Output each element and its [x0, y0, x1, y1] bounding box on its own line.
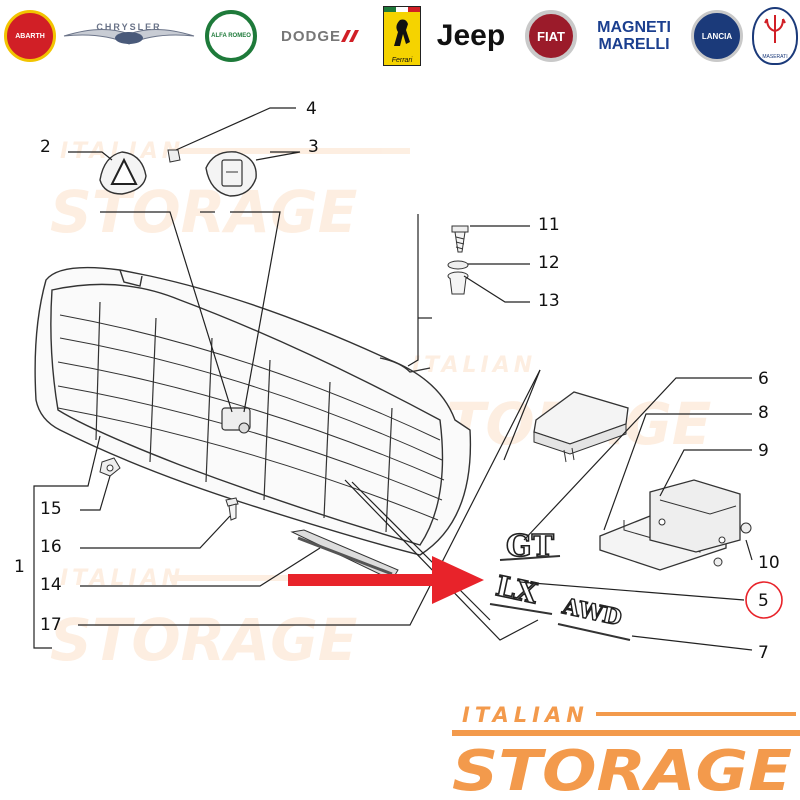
watermark-bottom-line2: STORAGE	[50, 606, 357, 674]
callout-3: 3	[308, 137, 319, 157]
callout-16: 16	[40, 537, 62, 557]
part-9-bracket	[649, 479, 741, 553]
callout-14: 14	[40, 575, 62, 595]
right-leader-lines	[519, 377, 753, 651]
chrysler-wings-icon	[63, 28, 195, 45]
logo-line2: STORAGE	[452, 739, 792, 800]
callout-9: 9	[758, 441, 769, 461]
callout-numbers: 1 2 3 4 5 6 7 8 9 10 11 12 13 14 15 16 1…	[14, 99, 780, 663]
fiat-logo: FIAT	[520, 6, 582, 66]
gt-emblem: GT	[499, 528, 561, 565]
part-11-screw	[451, 225, 469, 253]
logo-bar-mid	[452, 730, 800, 736]
part-2-badge	[99, 151, 147, 195]
brand-logo-bar: ABARTH CHRYSLER ALFA ROMEO DODGE F	[0, 0, 800, 72]
ferrari-shield: Ferrari	[383, 6, 421, 66]
dodge-wordmark: DODGE	[280, 27, 341, 45]
abarth-badge: ABARTH	[4, 10, 56, 62]
callout-5: 5	[758, 591, 769, 611]
watermark-top-bar	[170, 148, 410, 154]
abarth-logo: ABARTH	[2, 6, 58, 66]
watermark-bottom: ITALIAN STORAGE	[50, 566, 410, 674]
maserati-wordmark: MASERATI	[762, 54, 788, 60]
part-14-trim-strip	[290, 529, 399, 581]
awd-emblem: AWD	[557, 593, 631, 641]
watermark-right-line1: ITALIAN	[412, 353, 536, 378]
part-10-clip-2	[713, 557, 723, 567]
callout-4: 4	[306, 99, 317, 119]
fastener-leader-line	[407, 214, 419, 367]
part-10-clip	[740, 522, 752, 534]
dodge-stripes-icon	[341, 30, 359, 42]
callout-1: 1	[14, 557, 25, 577]
lx-emblem-text: LX	[493, 569, 541, 610]
callout-13: 13	[538, 291, 560, 311]
jeep-wordmark: Jeep	[436, 19, 506, 52]
leader-17	[78, 369, 541, 641]
awd-emblem-base	[557, 623, 631, 641]
part-3-emblem	[205, 151, 257, 197]
ferrari-wordmark: Ferrari	[391, 57, 413, 64]
left-leader-lines	[33, 107, 530, 649]
part-4-clip	[167, 149, 181, 163]
prancing-horse-icon	[394, 19, 410, 46]
chrysler-logo: CHRYSLER	[62, 6, 196, 66]
grille-horizontal-slats	[57, 314, 445, 521]
ferrari-logo: Ferrari	[382, 6, 422, 66]
italian-storage-logo: ITALIAN STORAGE	[452, 703, 800, 800]
callout-15: 15	[40, 499, 62, 519]
alfa-romeo-logo: ALFA ROMEO	[200, 6, 262, 66]
part-15-clip	[99, 457, 121, 477]
lx-emblem: LX	[489, 569, 553, 615]
alfa-romeo-badge: ALFA ROMEO	[205, 10, 257, 62]
callout-5-highlight-circle	[745, 581, 783, 619]
chrysler-wordmark: CHRYSLER	[96, 22, 162, 32]
lx-emblem-base	[489, 603, 553, 615]
part-13-nut	[447, 271, 469, 295]
jeep-logo: Jeep	[428, 6, 514, 66]
maserati-logo: MASERATI	[752, 6, 798, 66]
highlight-arrow	[288, 556, 484, 604]
logo-bar-top	[596, 712, 796, 716]
part-6-emblem-cap	[533, 391, 629, 463]
logo-line1: ITALIAN	[462, 703, 589, 727]
magneti-marelli-wordmark: MAGNETI MARELLI	[597, 19, 671, 53]
part-12-washer	[447, 260, 469, 270]
magneti-marelli-logo: MAGNETI MARELLI	[586, 6, 682, 66]
badge-mount-screw	[238, 422, 250, 434]
callout-2: 2	[40, 137, 51, 157]
callout-6: 6	[758, 369, 769, 389]
dodge-logo: DODGE	[266, 6, 376, 66]
part-16-screw	[225, 497, 239, 521]
gt-emblem-base	[499, 555, 561, 561]
callout-7: 7	[758, 643, 769, 663]
callout-8: 8	[758, 403, 769, 423]
callout-17: 17	[40, 615, 62, 635]
callout-12: 12	[538, 253, 560, 273]
grille-vertical-bars	[95, 301, 393, 533]
lancia-logo: LANCIA	[686, 6, 748, 66]
watermark-bottom-line1: ITALIAN	[60, 566, 184, 591]
maserati-badge: MASERATI	[752, 7, 798, 65]
badge-leader-lines	[100, 211, 281, 413]
trident-icon	[764, 15, 786, 43]
callout-11: 11	[538, 215, 560, 235]
lancia-badge: LANCIA	[691, 10, 743, 62]
callout-10: 10	[758, 553, 780, 573]
radiator-grille	[34, 266, 472, 556]
fiat-badge: FIAT	[525, 10, 577, 62]
